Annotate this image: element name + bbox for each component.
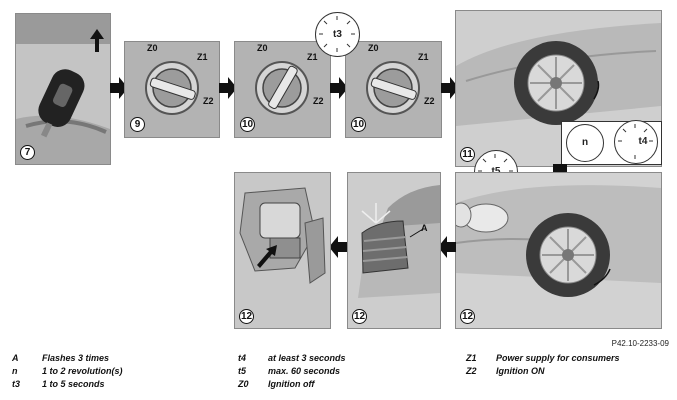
step-badge-12: 12 [239, 309, 254, 324]
callout-a: A [421, 223, 428, 233]
panel-step-12-b: A 12 [347, 172, 441, 329]
step-badge-7: 7 [20, 145, 35, 160]
key-fob-illustration [16, 14, 110, 164]
arrow-right-icon [110, 77, 128, 99]
panel-step-7: 7 [15, 13, 111, 165]
panel-step-12-c: 12 [455, 172, 662, 329]
arrow-left-icon [438, 236, 456, 258]
figure-code: P42.10-2233-09 [611, 339, 669, 348]
car-front-illustration [456, 173, 661, 328]
label-z1: Z1 [418, 52, 429, 62]
step-badge-11: 11 [460, 147, 475, 162]
dial-label-n: n [581, 137, 589, 148]
label-z0: Z0 [257, 43, 268, 53]
tail-light-illustration [348, 173, 440, 328]
dial-label-t4: t4 [638, 136, 648, 147]
stopwatch-t4-icon: t4 [614, 120, 658, 164]
label-z1: Z1 [197, 52, 208, 62]
revolution-timer-box: n t4 [561, 120, 662, 165]
label-z2: Z2 [424, 96, 435, 106]
arrow-left-icon [329, 236, 347, 258]
brake-caliper-illustration [235, 173, 330, 328]
label-z1: Z1 [307, 52, 318, 62]
revolution-n-icon: n [566, 124, 604, 162]
step-badge-9: 9 [130, 117, 145, 132]
arrow-right-icon [330, 77, 348, 99]
panel-step-10-a: Z0 Z1 Z2 10 [234, 41, 331, 138]
ignition-switch-illustration [125, 42, 219, 137]
dial-label-t3: t3 [333, 29, 342, 40]
stopwatch-t3-icon: t3 [315, 12, 360, 57]
dial-label-t5: t5 [475, 166, 517, 177]
step-badge-12: 12 [460, 309, 475, 324]
label-z0: Z0 [147, 43, 158, 53]
step-badge-10: 10 [240, 117, 255, 132]
step-badge-10: 10 [351, 117, 366, 132]
arrow-right-icon [219, 77, 237, 99]
label-z2: Z2 [313, 96, 324, 106]
panel-step-9: Z0 Z1 Z2 9 [124, 41, 220, 138]
panel-step-10-b: Z0 Z1 Z2 10 [345, 41, 442, 138]
label-z0: Z0 [368, 43, 379, 53]
arrow-right-icon [441, 77, 459, 99]
panel-step-12-a: 12 [234, 172, 331, 329]
step-badge-12: 12 [352, 309, 367, 324]
label-z2: Z2 [203, 96, 214, 106]
